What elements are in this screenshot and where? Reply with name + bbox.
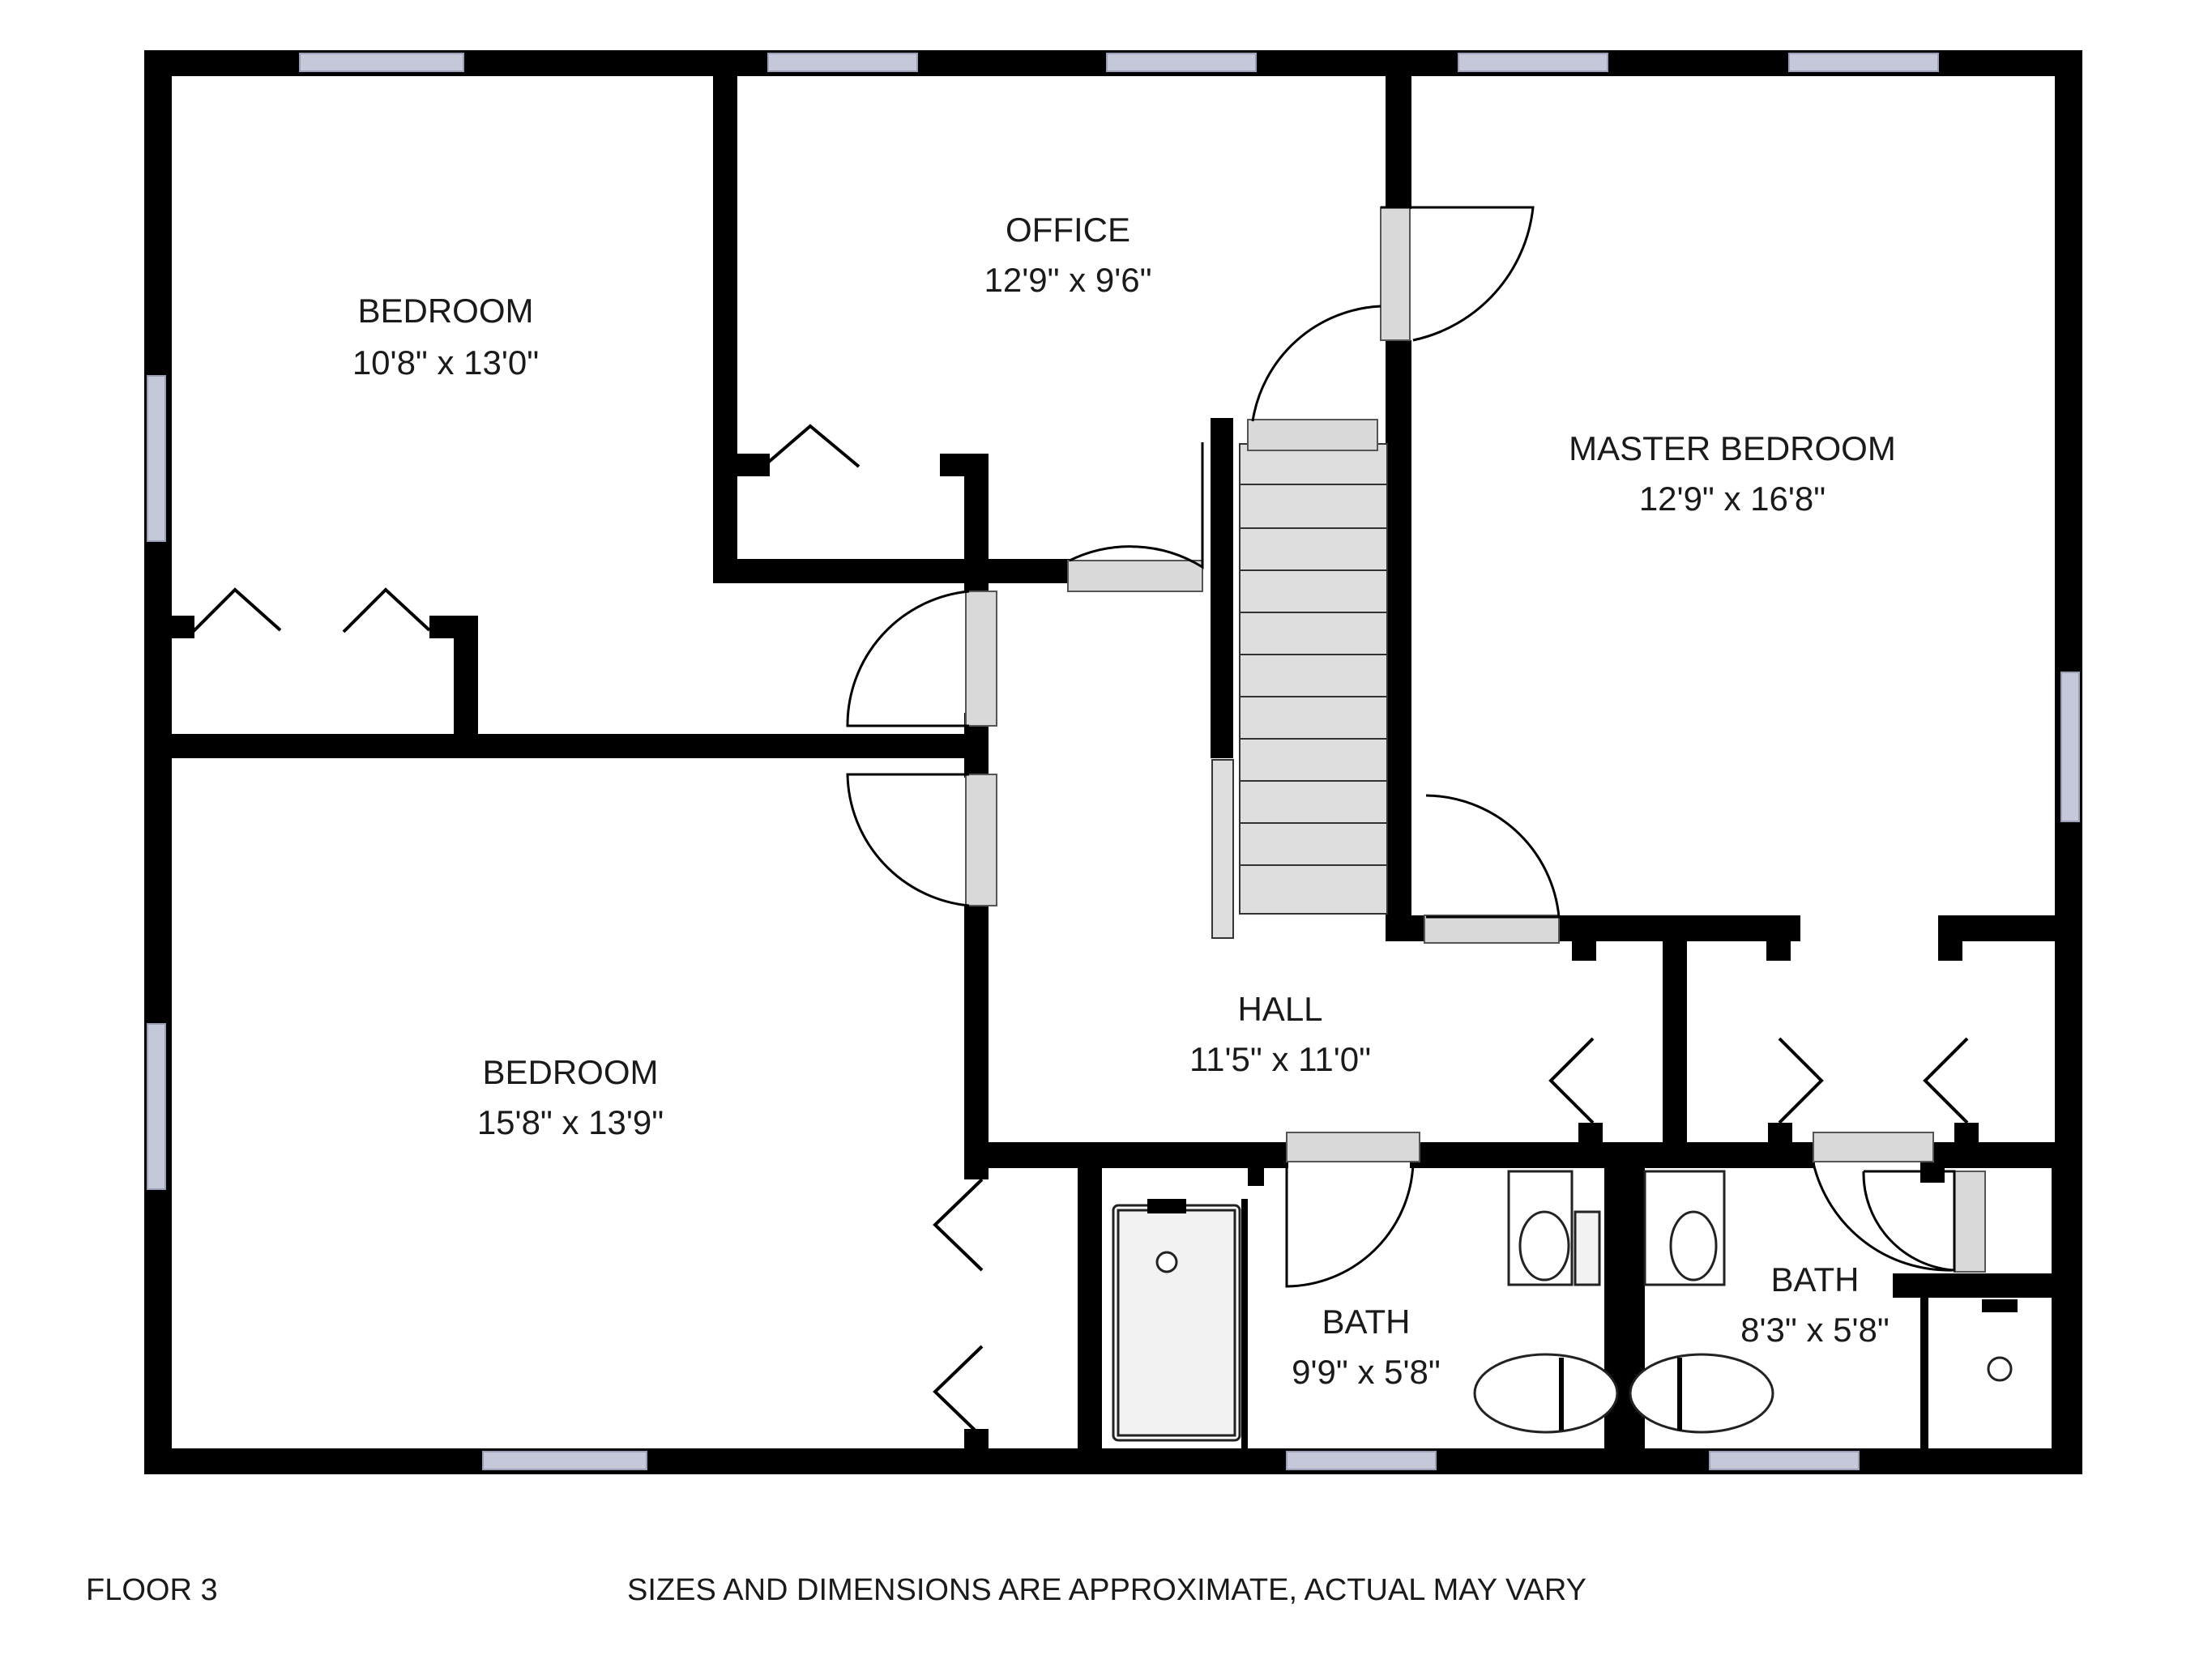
staircase: [1211, 443, 1388, 939]
room-dimensions-bath-2: 8'3" x 5'8": [1740, 1311, 1890, 1349]
bath-fixtures: [1112, 1170, 2018, 1458]
room-dimensions-hall: 11'5" x 11'0": [1189, 1040, 1371, 1078]
room-dimensions-master-bedroom: 12'9" x 16'8": [1639, 480, 1826, 518]
room-name-bedroom-1: BEDROOM: [357, 292, 533, 330]
room-dimensions-bedroom-2: 15'8" x 13'9": [477, 1103, 664, 1141]
room-dimensions-bath-1: 9'9" x 5'8": [1292, 1353, 1441, 1391]
floor-label: FLOOR 3: [86, 1573, 218, 1607]
door-swings: [846, 206, 1956, 1288]
room-dimensions-office: 12'9" x 9'6": [984, 261, 1152, 299]
room-name-bath-1: BATH: [1322, 1303, 1411, 1341]
doors: [965, 207, 1986, 1273]
room-dimensions-bedroom-1: 10'8" x 13'0": [352, 343, 539, 382]
room-name-bath-2: BATH: [1771, 1260, 1860, 1299]
interior-walls: [170, 73, 2068, 1458]
room-labels: BEDROOM 10'8" x 13'0" OFFICE 12'9" x 9'6…: [352, 211, 1896, 1391]
room-name-master-bedroom: MASTER BEDROOM: [1569, 429, 1896, 467]
room-name-office: OFFICE: [1006, 211, 1130, 249]
room-name-bedroom-2: BEDROOM: [482, 1053, 658, 1091]
windows: [147, 53, 2080, 1470]
room-name-hall: HALL: [1237, 990, 1322, 1028]
bifold-doors: [191, 424, 1969, 1439]
disclaimer-note: SIZES AND DIMENSIONS ARE APPROXIMATE, AC…: [627, 1573, 1586, 1607]
